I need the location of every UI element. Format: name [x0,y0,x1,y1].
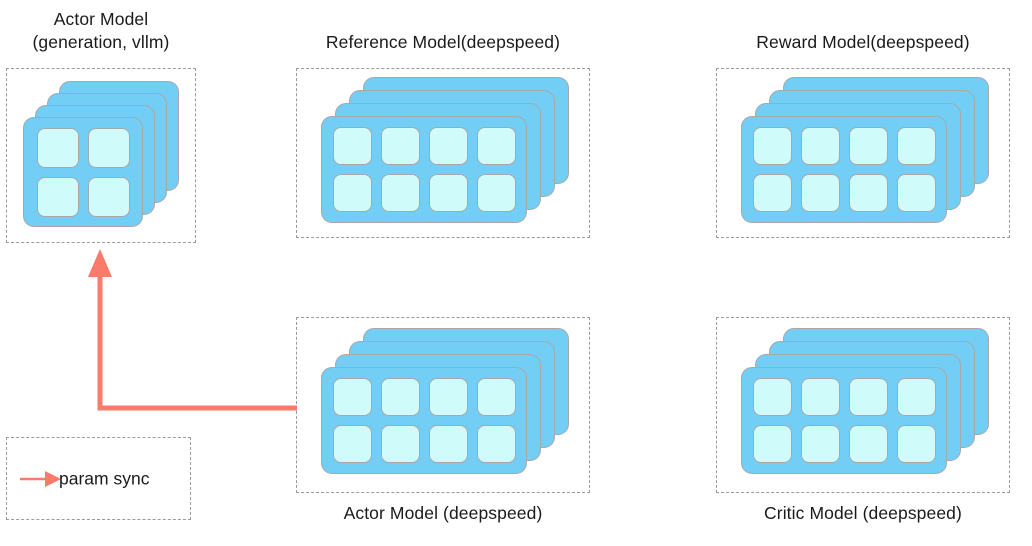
legend-arrow-icon [20,470,61,487]
card-cell [848,378,888,416]
card-cell [476,127,516,165]
card-cell [800,378,840,416]
card-cell [36,127,79,168]
legend-label: param sync [59,468,150,488]
card-cell [848,127,888,165]
card-cell [752,127,792,165]
label-actor-deepspeed: Actor Model (deepspeed) [343,503,543,523]
card-cell [800,425,840,463]
label-critic-model: Critic Model (deepspeed) [764,503,962,523]
card-cell [87,176,130,217]
card-layer-1 [321,367,527,474]
card-layer-1 [23,117,143,227]
card-cell [428,174,468,212]
card-cell [896,378,936,416]
card-cell [380,378,420,416]
card-cell [476,378,516,416]
card-layer-1 [741,116,947,223]
param-sync-arrow-head [88,249,112,277]
card-cell [800,127,840,165]
card-cell [800,174,840,212]
card-cell [428,425,468,463]
card-stack-reward-model [717,69,1011,236]
legend-arrow-head [45,470,61,487]
card-stack-actor-vllm [7,69,197,241]
card-cell [380,174,420,212]
card-cell [380,425,420,463]
card-stack-actor-deepspeed [297,318,591,491]
card-cell [332,174,372,212]
label-reward-model: Reward Model(deepspeed) [756,32,970,52]
param-sync-arrow-line [97,268,297,411]
group-box-critic-model[interactable] [716,317,1010,493]
card-stack-critic-model [717,318,1011,491]
card-cell [896,174,936,212]
card-cell [332,425,372,463]
card-cell [752,378,792,416]
group-box-reward-model[interactable] [716,68,1010,238]
card-cell [752,425,792,463]
card-cell [36,176,79,217]
card-cell [896,127,936,165]
label-reference-model: Reference Model(deepspeed) [325,32,561,52]
card-cell [752,174,792,212]
card-stack-reference-model [297,69,591,236]
card-cell [380,127,420,165]
group-box-actor-vllm[interactable] [6,68,196,243]
group-box-actor-deepspeed[interactable] [296,317,590,493]
card-cell [87,127,130,168]
card-cell [476,174,516,212]
card-cell [332,378,372,416]
card-cell [848,425,888,463]
legend-box[interactable]: param sync [6,437,191,520]
label-actor-vllm: Actor Model (generation, vllm) [32,9,170,52]
card-cell [476,425,516,463]
card-layer-1 [321,116,527,223]
card-cell [848,174,888,212]
card-cell [428,378,468,416]
card-cell [332,127,372,165]
group-box-reference-model[interactable] [296,68,590,238]
card-cell [896,425,936,463]
card-layer-1 [741,367,947,474]
card-cell [428,127,468,165]
